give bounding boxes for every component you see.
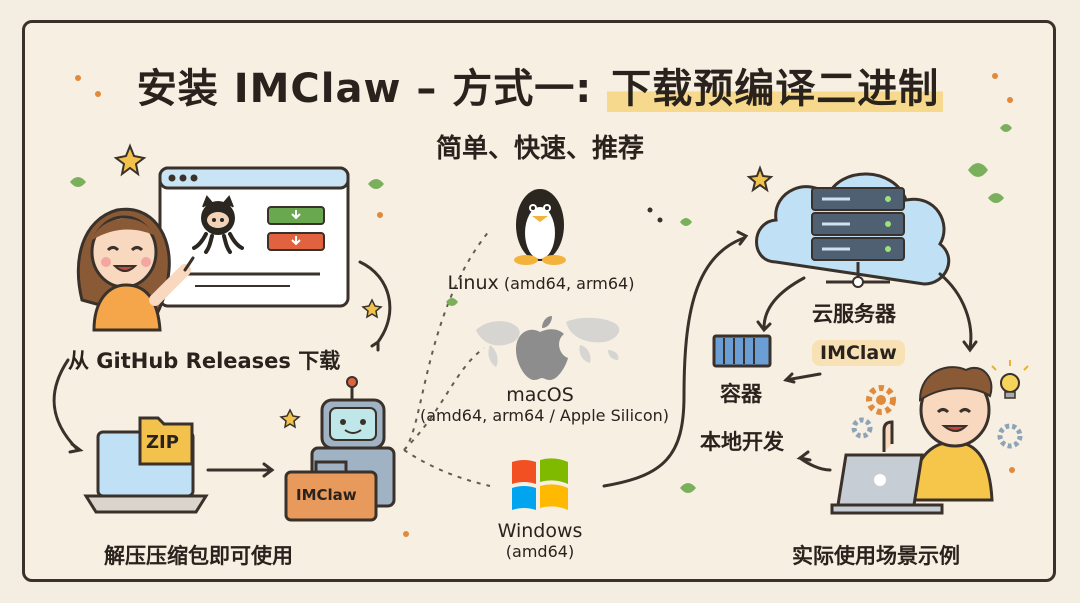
toolbox-label: IMClaw [296,486,357,504]
arrow-to-cloud [602,236,746,488]
imclaw-badge: IMClaw [812,340,905,366]
container-icon [712,334,772,368]
linux-arch: (amd64, arm64) [503,274,635,293]
page-subtitle: 简单、快速、推荐 [435,134,644,164]
arrow-cloud-to-local [938,272,973,350]
linux-name: Linux [447,272,499,294]
girl-avatar [76,207,195,332]
windows-name: Windows [497,520,583,542]
local-dev-label: 本地开发 [700,430,784,454]
lightbulb-icon [991,360,1029,399]
scenario-caption: 实际使用场景示例 [792,544,960,568]
robot-toolbox-icon [284,376,396,522]
browser-window-icon [158,166,350,308]
apple-logo-icon [516,316,568,380]
title-highlight: 下载预编译二进制 [607,66,944,112]
flow-arrows [52,230,978,488]
github-octocat-icon [192,195,244,254]
page-title: 安装 IMClaw – 方式一: 下载预编译二进制 [0,56,1080,114]
arrow-browser-to-download [358,260,392,344]
world-map-icon [476,317,620,367]
linux-penguin-icon [514,189,566,265]
boy-developer-avatar [830,366,994,515]
macos-arch: (amd64, arm64 / Apple Silicon) [420,406,670,425]
linux-platform-label: Linux (amd64, arm64) [446,272,636,294]
decorations [70,73,1015,537]
arrow-cloud-to-container [762,276,806,330]
container-label: 容器 [720,382,762,406]
windows-arch: (amd64) [505,542,575,561]
unzip-step-label: 解压压缩包即可使用 [104,544,293,568]
windows-logo-icon [512,458,568,510]
laptop-zip-icon [83,416,209,514]
windows-platform-label: Windows (amd64) [480,520,600,561]
gear-icon [851,385,1023,449]
zip-label: ZIP [146,432,179,453]
download-step-label: 从 GitHub Releases 下载 [68,349,341,373]
title-main: 安装 IMClaw – 方式一: [136,66,608,112]
arrow-download-to-laptop [52,358,80,452]
arrow-badge-to-container [784,372,822,382]
cloud-server-label: 云服务器 [812,302,896,326]
cloud-server-icon [755,172,951,288]
macos-platform-label: macOS (amd64, arm64 / Apple Silicon) [420,384,670,425]
macos-name: macOS [506,384,574,406]
platform-dotted-connectors [403,229,491,487]
